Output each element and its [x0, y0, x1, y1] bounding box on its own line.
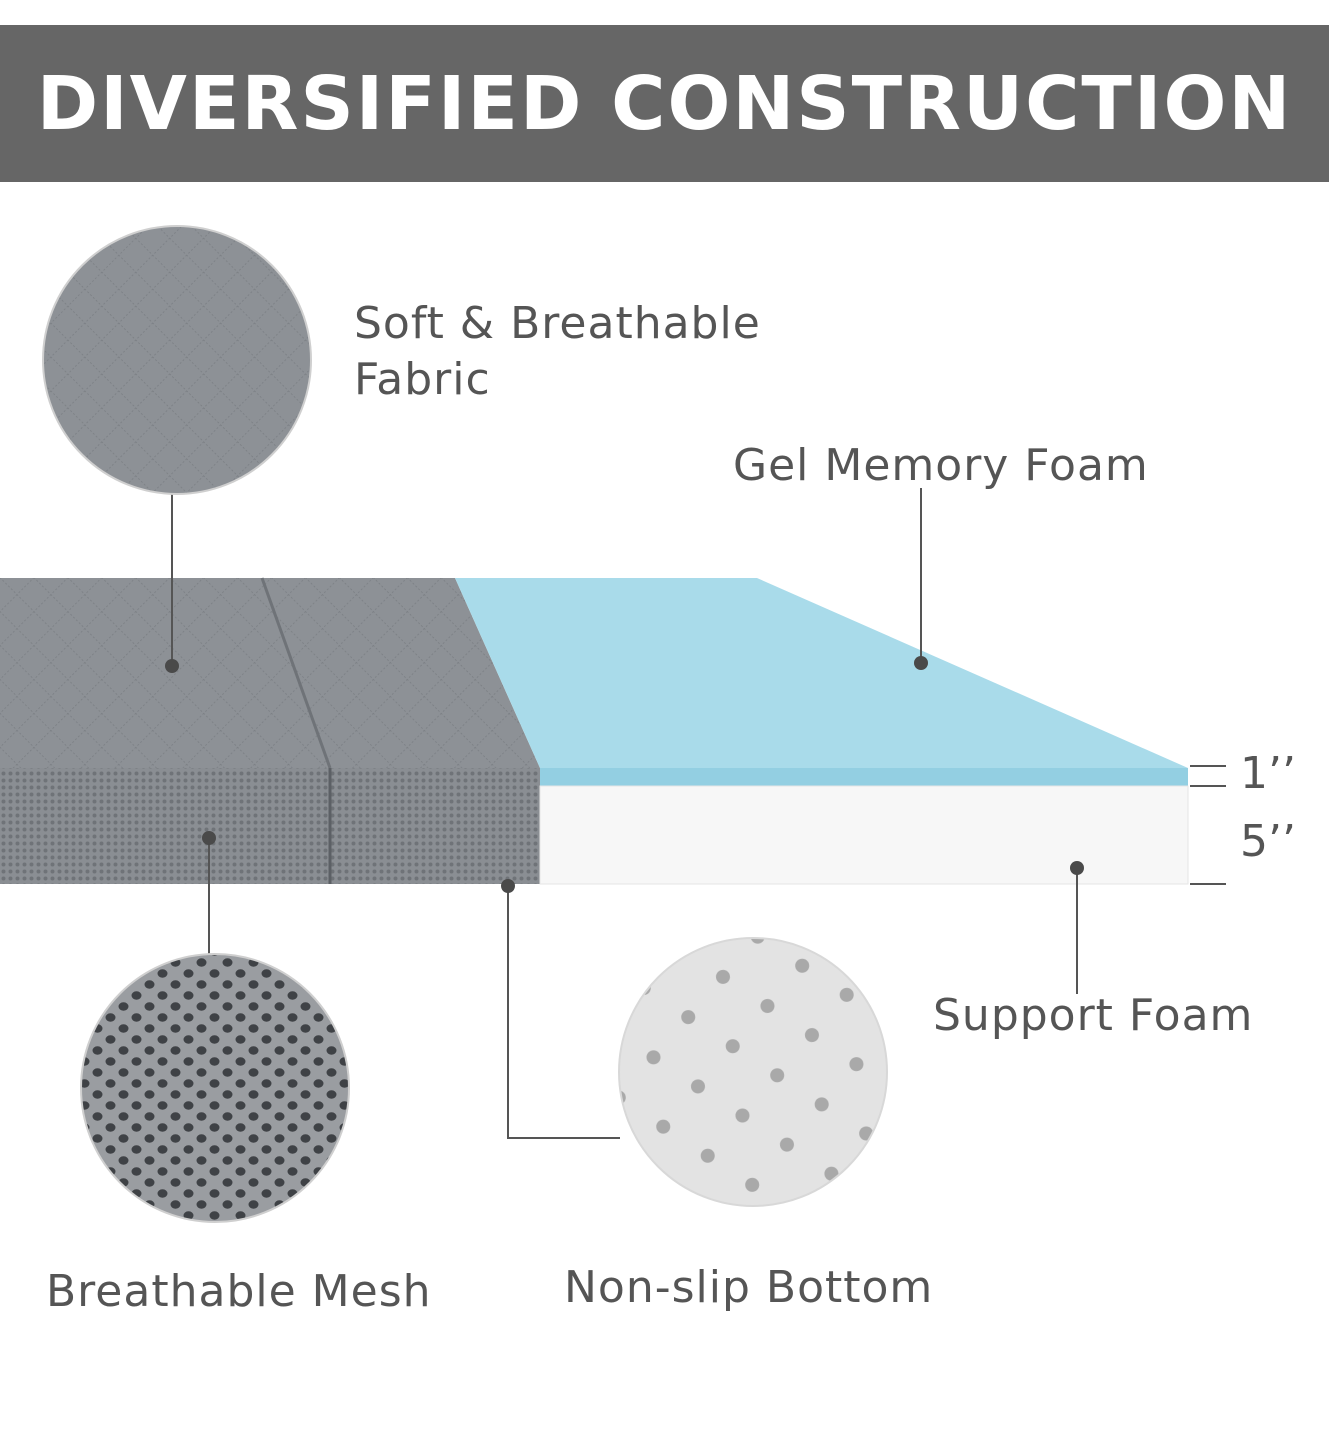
label-support-foam: Support Foam [933, 990, 1254, 1041]
support-foam-side [539, 785, 1189, 885]
label-breathable-mesh: Breathable Mesh [46, 1266, 432, 1317]
dimension-top-layer: 1’’ [1240, 748, 1296, 799]
fabric-closeup [43, 226, 311, 494]
label-fabric-line1: Soft & Breathable [354, 298, 761, 349]
fabric-top-surface [0, 578, 540, 768]
page-title: DIVERSIFIED CONSTRUCTION [36, 60, 1293, 147]
mesh-side-panel [0, 768, 540, 884]
leader-dot-bottom [501, 879, 515, 893]
label-non-slip-bottom: Non-slip Bottom [564, 1262, 934, 1313]
gel-foam-top [455, 578, 1188, 768]
header-banner: DIVERSIFIED CONSTRUCTION [0, 25, 1329, 182]
gel-foam-side [540, 768, 1188, 786]
dimension-base-layer: 5’’ [1240, 816, 1296, 867]
bottom-closeup [619, 938, 887, 1206]
leader-dot-support [1070, 861, 1084, 875]
leader-dot-gel [914, 656, 928, 670]
mesh-closeup [81, 954, 349, 1222]
leader-bottom [507, 886, 620, 1139]
leader-dot-fabric [165, 659, 179, 673]
label-gel-memory-foam: Gel Memory Foam [733, 440, 1149, 491]
leader-dot-mesh [202, 831, 216, 845]
fold-seam [260, 577, 332, 769]
label-fabric-line2: Fabric [354, 354, 491, 405]
